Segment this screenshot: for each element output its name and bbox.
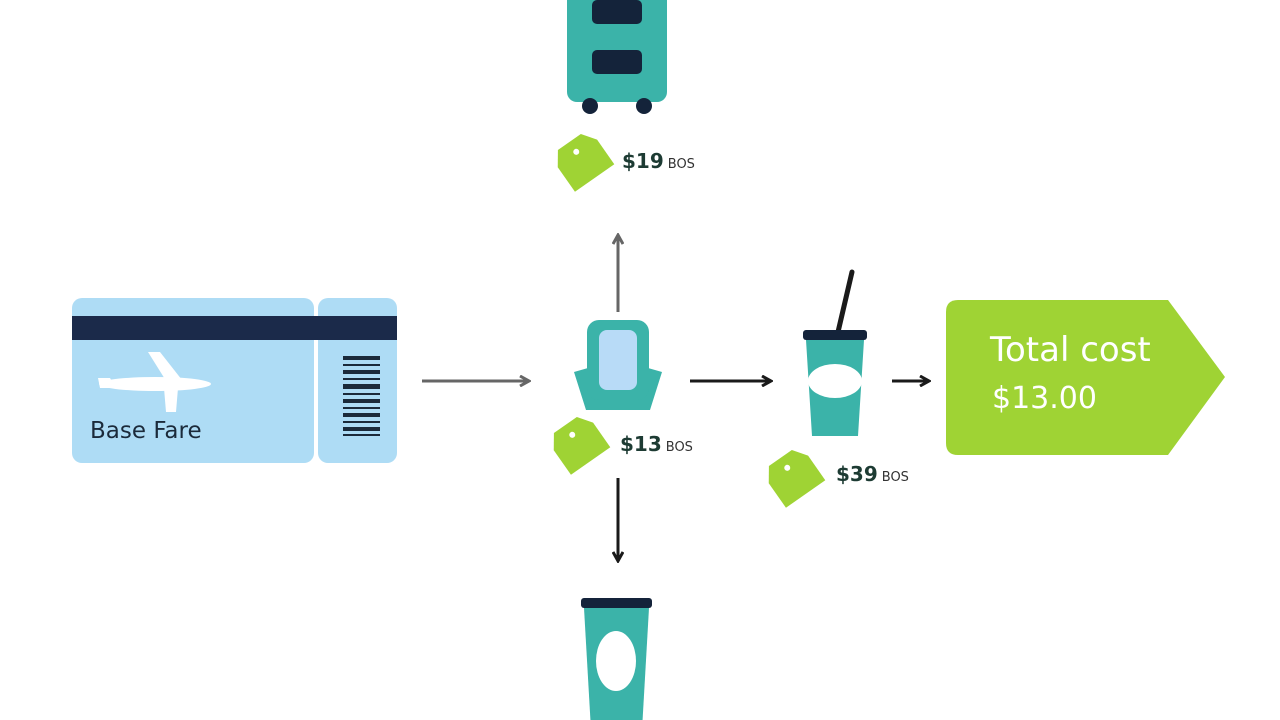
luggage-price-value: $19	[622, 149, 664, 173]
ticket-icon	[72, 298, 397, 463]
price-tag-icon	[557, 133, 615, 192]
drink-price-value: $39	[836, 462, 878, 486]
seat-icon	[574, 320, 662, 410]
price-tag-icon	[553, 416, 611, 475]
luggage-icon	[567, 0, 667, 114]
airplane-icon	[98, 352, 211, 412]
luggage-price-unit: BOS	[667, 157, 695, 172]
seat-price-value: $13	[620, 432, 662, 456]
drink-cup-icon	[803, 269, 867, 436]
cup-icon	[581, 598, 652, 720]
seat-price-unit: BOS	[665, 440, 693, 455]
total-cost-title: Total cost	[990, 330, 1151, 370]
total-cost-value: $13.00	[992, 381, 1097, 416]
drink-price-unit: BOS	[881, 470, 909, 485]
total-cost-tag	[946, 300, 1225, 455]
price-tag-icon	[768, 449, 826, 508]
base-fare-label: Base Fare	[90, 418, 202, 444]
barcode-icon	[343, 356, 380, 436]
